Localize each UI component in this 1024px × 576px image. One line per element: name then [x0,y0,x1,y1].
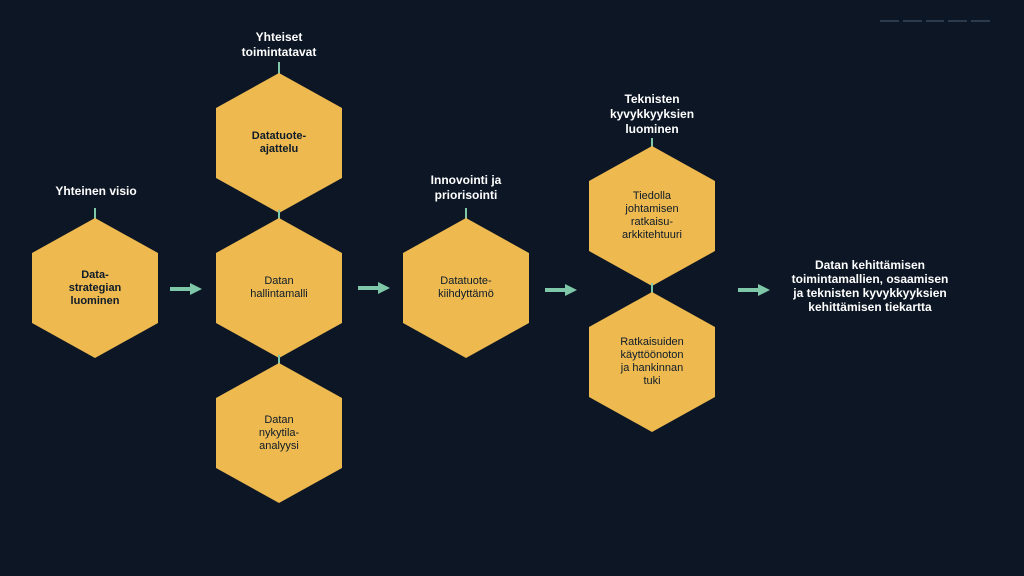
hex-ratkaisuarkkitehtuuri: Tiedolla johtamisen ratkaisu- arkkitehtu… [589,146,715,286]
hex-datan-nykytila-analyysi: Datan nykytila- analyysi [216,363,342,503]
connector-tick [278,210,280,220]
hex-kayttoonoton-tuki: Ratkaisuiden käyttöönoton ja hankinnan t… [589,292,715,432]
hex-datatuote-ajattelu: Datatuote- ajattelu [216,73,342,213]
label-teknisten-kyvykkyyksien-luominen: Teknisten kyvykkyyksien luominen [609,92,695,136]
label-innovointi-priorisointi: Innovointi ja priorisointi [430,173,502,202]
arrow-right-icon [170,283,202,295]
hex-label: Data- strategian luominen [68,268,122,307]
hex-datatuote-kiihdyttamo: Datatuote- kiihdyttämö [403,218,529,358]
hex-label: Datatuote- ajattelu [251,130,307,155]
hex-label: Datan nykytila- analyysi [258,413,300,452]
logo-mark [880,20,990,24]
hex-label: Tiedolla johtamisen ratkaisu- arkkitehtu… [622,190,682,241]
arrow-right-icon [545,284,577,296]
label-yhteinen-visio: Yhteinen visio [55,184,137,198]
hex-datan-hallintamalli: Datan hallintamalli [216,218,342,358]
connector-tick [465,208,467,220]
hex-data-strategy: Data- strategian luominen [32,218,158,358]
connector-tick [278,62,280,74]
hex-label: Datan hallintamalli [250,275,308,300]
outcome-text: Datan kehittämisen toimintamallien, osaa… [791,258,949,314]
hex-label: Ratkaisuiden käyttöönoton ja hankinnan t… [620,336,684,387]
hex-label: Datatuote- kiihdyttämö [438,275,494,300]
connector-tick [651,283,653,293]
connector-tick [278,355,280,365]
arrow-right-icon [738,284,770,296]
connector-tick [651,138,653,148]
connector-tick [94,208,96,220]
label-yhteiset-toimintatavat: Yhteiset toimintatavat [241,30,317,59]
arrow-right-icon [358,282,390,294]
